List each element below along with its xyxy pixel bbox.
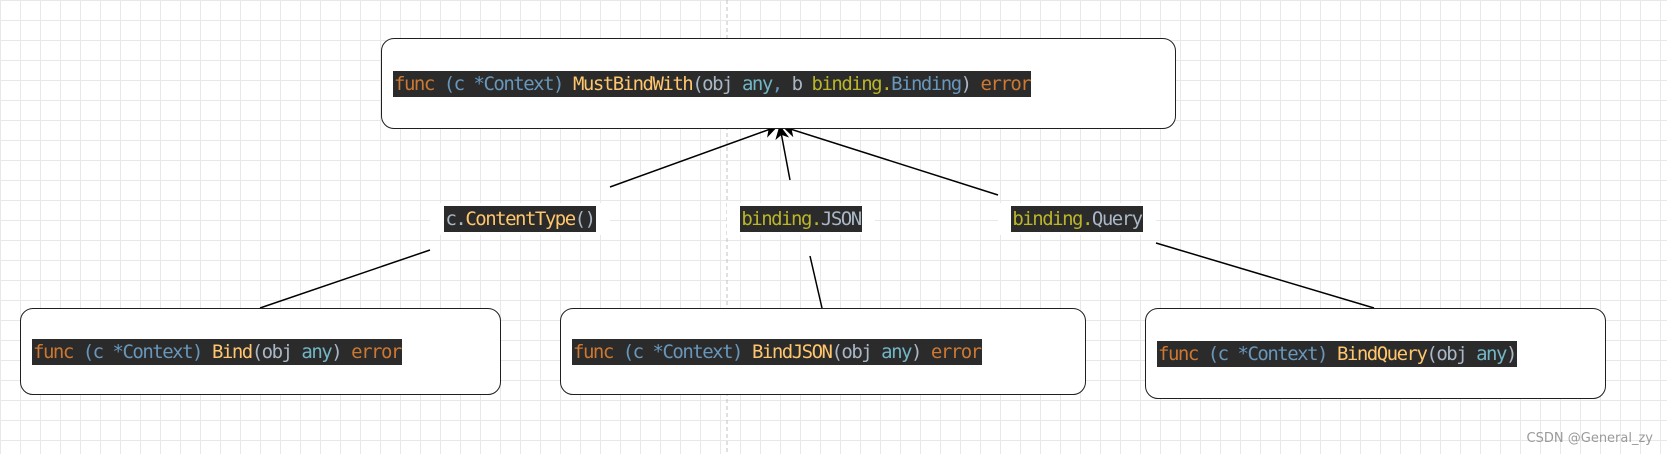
label-suffix: () — [574, 208, 596, 230]
edge-bind-upper — [609, 124, 778, 188]
param-type-any: any — [741, 72, 773, 95]
param-package: binding. — [811, 72, 893, 95]
label-name: JSON — [820, 208, 862, 230]
node-mustbindwith-code: func (c *Context) MustBindWith(obj any, … — [393, 70, 1032, 97]
node-bind[interactable]: func (c *Context) Bind(obj any) error — [20, 308, 501, 395]
node-bindjson-code: func (c *Context) BindJSON(obj any) erro… — [572, 338, 982, 365]
param-comma: , — [771, 72, 792, 95]
param-type-any: any — [1476, 342, 1507, 365]
param-type-any: any — [301, 340, 332, 363]
node-mustbindwith[interactable]: func (c *Context) MustBindWith(obj any, … — [381, 38, 1176, 129]
param-open: (obj — [251, 340, 302, 363]
keyword-func: func — [33, 340, 74, 363]
edge-bindjson-upper — [775, 125, 791, 181]
label-name: ContentType — [465, 208, 576, 230]
edge-bind-lower — [259, 249, 431, 309]
param-close: ) — [1505, 342, 1517, 365]
function-name: Bind — [211, 340, 253, 363]
return-type: error — [930, 340, 982, 363]
edge-bindjson-lower — [809, 255, 823, 309]
function-name: BindQuery — [1336, 342, 1428, 365]
edge-label-contenttype[interactable]: c.ContentType() — [430, 203, 610, 235]
keyword-func: func — [394, 72, 435, 95]
edge-label-binding-query-code: binding.Query — [1011, 206, 1143, 232]
edge-label-binding-query[interactable]: binding.Query — [998, 203, 1156, 235]
param-type-any: any — [881, 340, 912, 363]
return-type: error — [980, 72, 1032, 95]
receiver: (c *Context) — [443, 72, 565, 95]
label-prefix: binding. — [741, 208, 822, 230]
function-name: BindJSON — [751, 340, 833, 363]
edge-label-binding-json-code: binding.JSON — [740, 206, 862, 232]
param-b: b — [791, 72, 812, 95]
node-bindquery[interactable]: func (c *Context) BindQuery(obj any) — [1145, 308, 1606, 399]
param-open: (obj — [831, 340, 882, 363]
node-bindjson[interactable]: func (c *Context) BindJSON(obj any) erro… — [560, 308, 1086, 395]
param-open: (obj — [692, 72, 742, 95]
edge-label-contenttype-code: c.ContentType() — [444, 206, 596, 232]
param-close: ) — [960, 72, 972, 95]
param-close: ) — [911, 340, 922, 363]
label-name: Query — [1091, 208, 1143, 230]
receiver: (c *Context) — [622, 340, 744, 363]
keyword-func: func — [573, 340, 614, 363]
node-bind-code: func (c *Context) Bind(obj any) error — [32, 338, 402, 365]
edge-label-binding-json[interactable]: binding.JSON — [727, 203, 875, 235]
label-prefix: binding. — [1012, 208, 1093, 230]
watermark: CSDN @General_zy — [1526, 431, 1653, 446]
receiver: (c *Context) — [1207, 342, 1329, 365]
edge-bindquery-lower — [1155, 242, 1375, 309]
param-type-binding: Binding — [891, 72, 962, 95]
function-name: MustBindWith — [572, 72, 694, 95]
param-open: (obj — [1426, 342, 1477, 365]
keyword-func: func — [1158, 342, 1199, 365]
receiver: (c *Context) — [82, 340, 204, 363]
param-close: ) — [331, 340, 342, 363]
node-bindquery-code: func (c *Context) BindQuery(obj any) — [1157, 340, 1517, 367]
edge-bindquery-upper — [782, 123, 999, 196]
return-type: error — [351, 340, 402, 363]
label-prefix: c. — [445, 208, 466, 230]
